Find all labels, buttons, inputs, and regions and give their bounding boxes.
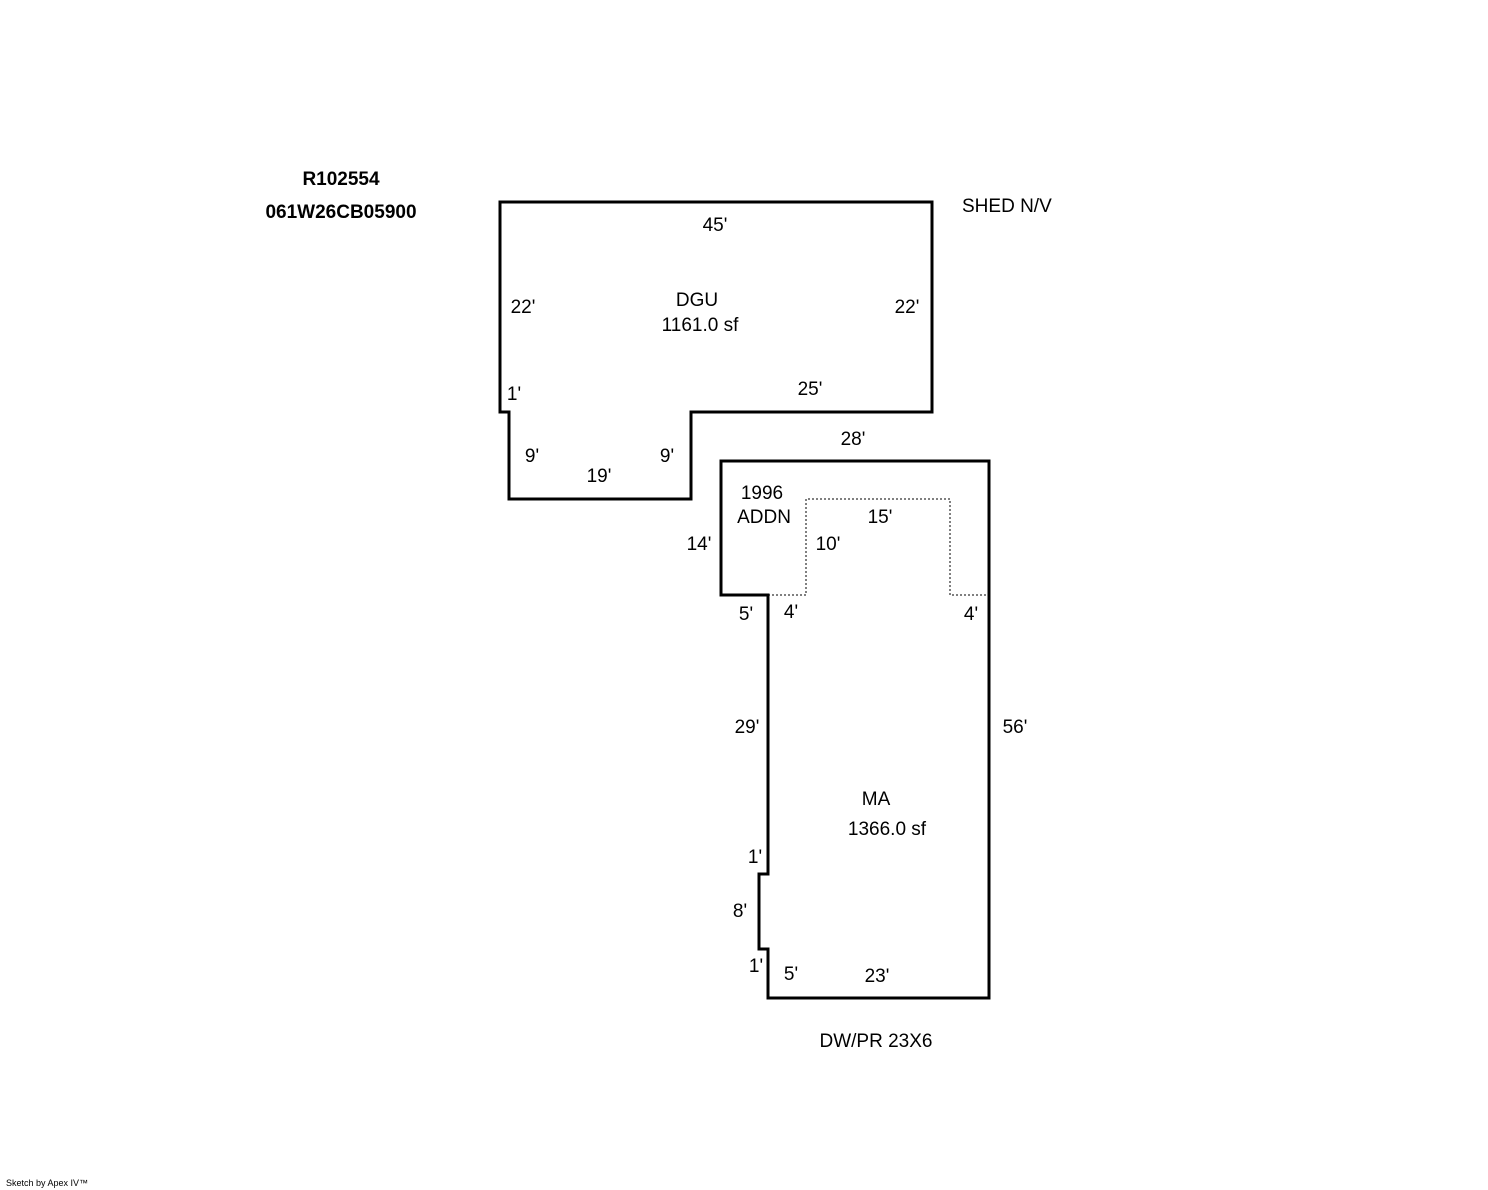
dim-ma-left: 29' bbox=[735, 717, 760, 738]
dim-ma-notch-side: 8' bbox=[733, 901, 747, 922]
dgu-area: 1161.0 sf bbox=[662, 315, 739, 336]
dim-dgu-wing-bottom: 19' bbox=[587, 466, 612, 487]
driveway-note: DW/PR 23X6 bbox=[820, 1031, 933, 1052]
dim-ma-bottom: 23' bbox=[865, 966, 890, 987]
dim-ma-notch-top: 1' bbox=[748, 847, 762, 868]
ma-area: 1366.0 sf bbox=[848, 819, 927, 840]
dim-dgu-left: 22' bbox=[511, 297, 536, 318]
dim-inset-left: 10' bbox=[816, 534, 841, 555]
dim-inset-right-step: 4' bbox=[964, 604, 978, 625]
dgu-code: DGU bbox=[676, 290, 718, 311]
ma-outline bbox=[719, 459, 991, 1000]
addition-label: ADDN bbox=[737, 507, 791, 528]
dim-ma-notch-bottom: 1' bbox=[749, 956, 763, 977]
dim-ma-right: 56' bbox=[1003, 717, 1028, 738]
shed-note: SHED N/V bbox=[962, 196, 1052, 217]
dim-addn-left: 14' bbox=[687, 534, 712, 555]
addition-boundary bbox=[768, 498, 989, 596]
map-tax-lot: 061W26CB05900 bbox=[265, 202, 416, 223]
dim-ma-top: 28' bbox=[841, 429, 866, 450]
ma-code: MA bbox=[862, 789, 891, 810]
dim-dgu-top: 45' bbox=[703, 215, 728, 236]
dim-dgu-wing-right: 9' bbox=[660, 446, 674, 467]
dim-addn-step-right: 4' bbox=[784, 602, 798, 623]
dim-inset-top: 15' bbox=[868, 507, 893, 528]
sketch-credit: Sketch by Apex IV™ bbox=[6, 1178, 88, 1188]
addition-year: 1996 bbox=[741, 483, 783, 504]
dim-dgu-wing-left: 9' bbox=[525, 446, 539, 467]
dim-ma-bottom-left: 5' bbox=[784, 964, 798, 985]
dim-dgu-inner: 25' bbox=[798, 379, 823, 400]
account-number: R102554 bbox=[302, 169, 380, 190]
dim-dgu-step: 1' bbox=[507, 384, 521, 405]
dim-dgu-right: 22' bbox=[895, 297, 920, 318]
dim-addn-bottom: 5' bbox=[739, 604, 753, 625]
dgu-outline bbox=[498, 200, 934, 501]
